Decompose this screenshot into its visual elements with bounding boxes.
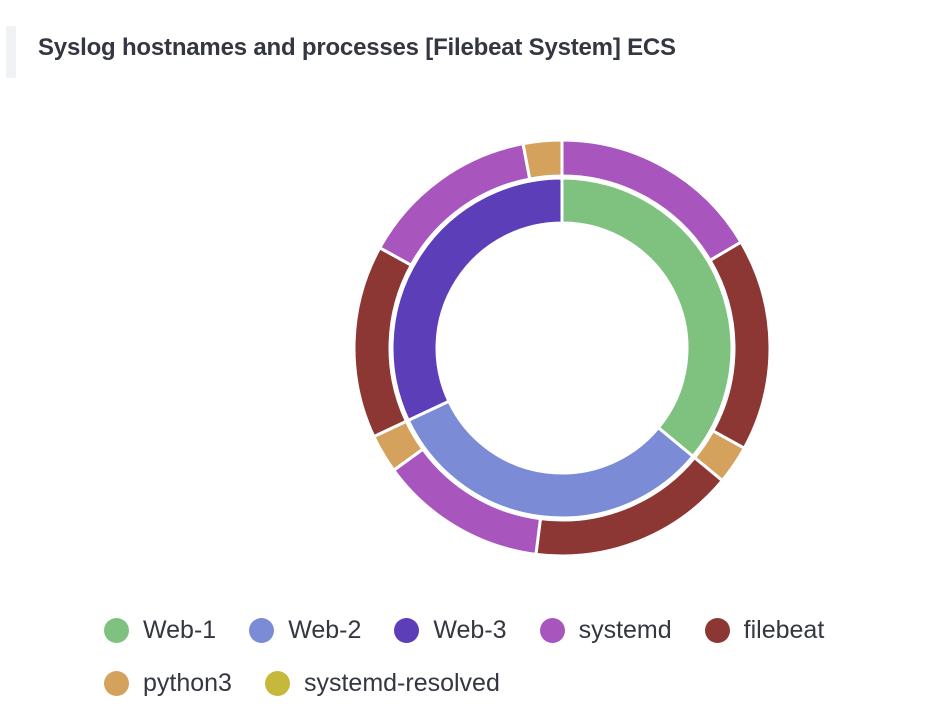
legend-item-python3[interactable]: python3 bbox=[104, 669, 232, 698]
inner-slice-web-2[interactable] bbox=[406, 399, 695, 520]
legend-label-systemd-resolved: systemd-resolved bbox=[303, 668, 500, 697]
legend-swatch-web-1 bbox=[104, 617, 129, 643]
outer-slice-web-3-python3[interactable] bbox=[521, 138, 564, 181]
legend-label-web-1: Web-1 bbox=[143, 615, 217, 644]
inner-slice-web-1[interactable] bbox=[560, 176, 734, 458]
legend-label-web-3: Web-3 bbox=[433, 615, 507, 644]
legend-label-web-2: Web-2 bbox=[288, 615, 362, 644]
legend-swatch-web-3 bbox=[394, 617, 420, 643]
legend-item-systemd-resolved[interactable]: systemd-resolved bbox=[264, 668, 500, 698]
legend-label-systemd: systemd bbox=[578, 615, 672, 644]
legend-item-web-3[interactable]: Web-3 bbox=[394, 615, 507, 645]
legend-row-1: Web-1 Web-2 Web-3 systemd filebeat bbox=[104, 610, 904, 650]
chart-legend: Web-1 Web-2 Web-3 systemd filebeat bbox=[104, 610, 904, 716]
inner-slice-web-3[interactable] bbox=[390, 176, 564, 422]
legend-item-web-2[interactable]: Web-2 bbox=[249, 616, 361, 645]
legend-swatch-filebeat bbox=[704, 617, 730, 643]
legend-item-web-1[interactable]: Web-1 bbox=[104, 616, 216, 645]
panel-title: Syslog hostnames and processes [Filebeat… bbox=[38, 34, 676, 61]
legend-label-filebeat: filebeat bbox=[743, 615, 825, 644]
legend-swatch-python3 bbox=[104, 670, 129, 696]
legend-row-2: python3 systemd-resolved bbox=[104, 663, 904, 703]
donut-chart bbox=[352, 138, 772, 558]
legend-swatch-systemd bbox=[539, 617, 565, 643]
inner-ring bbox=[390, 176, 734, 520]
legend-item-filebeat[interactable]: filebeat bbox=[704, 615, 825, 645]
legend-label-python3: python3 bbox=[143, 668, 232, 697]
panel-side-bar bbox=[6, 26, 16, 78]
legend-item-systemd[interactable]: systemd bbox=[539, 615, 672, 645]
outer-ring bbox=[352, 138, 772, 558]
legend-swatch-web-2 bbox=[249, 617, 275, 643]
legend-swatch-systemd-resolved bbox=[264, 670, 290, 696]
